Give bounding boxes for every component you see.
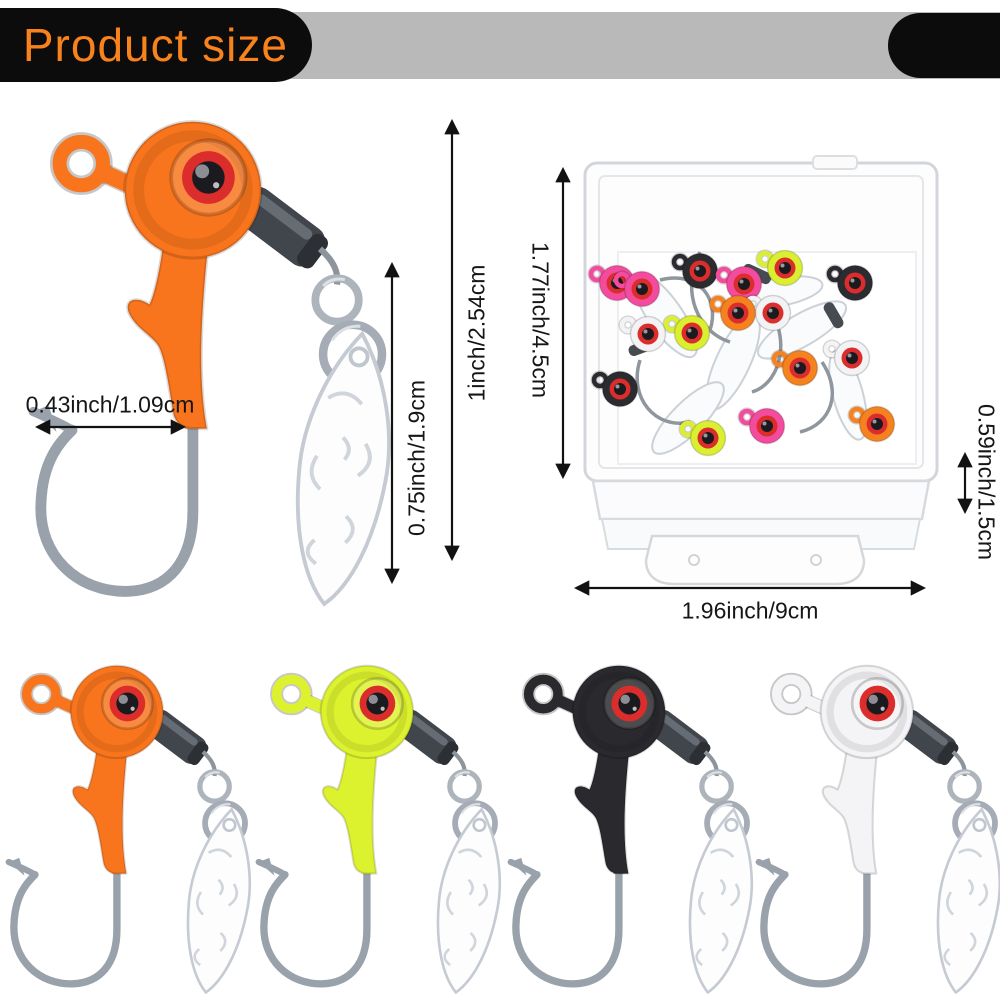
box-jig-head-chartreuse (755, 249, 804, 287)
box-hinge-tab (812, 155, 858, 170)
box-jig-head-white (743, 294, 792, 332)
bottom-jig-orange (9, 666, 261, 997)
box-jig-head-orange (708, 294, 757, 332)
box-contents (587, 249, 896, 457)
box-jig-head-orange (770, 349, 819, 387)
bottom-jig-white (759, 666, 1000, 997)
box-latch-handle (644, 534, 866, 586)
box-jig-heads (587, 249, 896, 457)
box-jig-head-black (590, 370, 639, 408)
box-jig-head-pink (737, 407, 786, 445)
banner-pill-right (888, 13, 1000, 78)
box-jig-head-pink (612, 270, 661, 308)
measure-label-box-height: 1.77inch/4.5cm (527, 242, 554, 398)
measure-label-box-width: 1.96inch/9cm (681, 597, 819, 624)
storage-box (583, 155, 939, 586)
measure-label-box-lid-height: 0.59inch/1.5cm (973, 404, 1000, 560)
box-jig-head-white (822, 339, 871, 377)
measure-label-overall-length: 1inch/2.54cm (463, 264, 490, 402)
box-jig-head-chartreuse (678, 419, 727, 457)
measure-label-hook-gap: 0.43inch/1.09cm (25, 391, 195, 418)
measure-label-body-length: 0.75inch/1.9cm (403, 380, 430, 536)
main-jig-graphic (33, 122, 405, 610)
box-jig-head-orange (847, 405, 896, 443)
box-jig-head-white (618, 315, 667, 353)
box-jig-head-black (670, 252, 719, 290)
bottom-jig-black (511, 666, 763, 997)
box-jig-head-black (825, 264, 874, 302)
bottom-jig-chartreuse (259, 666, 511, 997)
box-lid-front (591, 479, 931, 521)
box-jig-head-chartreuse (662, 314, 711, 352)
page-title: Product size (22, 19, 288, 71)
measure-arrows (34, 118, 973, 596)
box-jig-head-pink (714, 265, 763, 303)
banner-pill-left: Product size (0, 8, 312, 82)
